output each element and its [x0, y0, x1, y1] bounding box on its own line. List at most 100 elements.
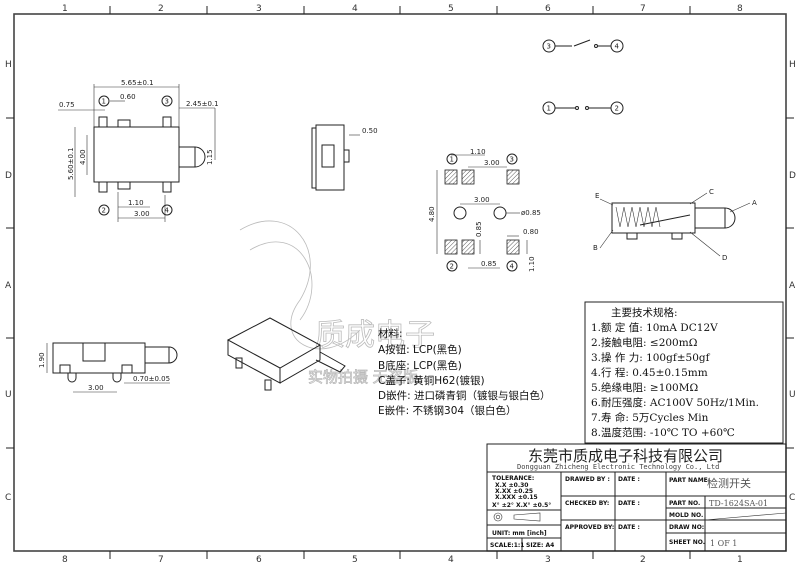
- part-label-b: B: [593, 244, 598, 252]
- dim-110: 1.10: [128, 199, 144, 207]
- dim-width: 5.65±0.1: [121, 79, 154, 87]
- material-item: B底座: LCP(黑色): [378, 359, 462, 372]
- grid-row: C: [5, 493, 11, 503]
- grid-col: 6: [256, 555, 262, 565]
- grid-col: 8: [737, 4, 743, 14]
- dim-085: 0.85: [481, 260, 497, 268]
- grid-col: 7: [640, 4, 646, 14]
- dim-085: 0.85: [475, 221, 483, 237]
- spec-item: 1.额 定 值: 10mA DC12V: [591, 321, 718, 334]
- grid-row: C: [789, 493, 795, 503]
- sheet-no-value: 1 OF 1: [710, 539, 737, 548]
- pin-label: 1: [102, 98, 106, 106]
- pcb-footprint: 1.10 3.00 4.80 3.00 ø0.85 0.85 0.85 0.80…: [428, 148, 541, 272]
- dim-hole: ø0.85: [521, 209, 541, 217]
- tolerance-label: TOLERANCE:: [492, 475, 534, 482]
- company-name-cn: 东莞市质成电子科技有限公司: [528, 447, 723, 465]
- part-name-label: PART NAME:: [669, 477, 710, 484]
- dim-body: 4.00: [79, 149, 87, 165]
- side-view: 0.50: [311, 124, 378, 191]
- tolerance-line: X.X ±0.30: [495, 482, 528, 489]
- pin-label: 1: [547, 105, 551, 113]
- spec-item: 6.耐压强度: AC100V 50Hz/1Min.: [591, 396, 759, 409]
- switch-schematic: 3 4 1 2: [542, 39, 624, 115]
- material-item: E嵌件: 不锈钢304（银白色）: [378, 404, 517, 417]
- grid-row: U: [5, 390, 12, 400]
- title-block: 东莞市质成电子科技有限公司 Dongguan Zhicheng Electron…: [486, 443, 787, 552]
- grid-row: A: [5, 281, 12, 291]
- spec-item: 5.绝缘电阻: ≥100MΩ: [591, 381, 698, 394]
- part-no-value: TD-1624SA-01: [709, 499, 768, 508]
- dim-060: 0.60: [120, 93, 136, 101]
- part-label-e: E: [595, 192, 599, 200]
- spec-item: 2.接触电阻: ≤200mΩ: [591, 336, 698, 349]
- grid-row: U: [789, 390, 796, 400]
- date-label: DATE :: [618, 500, 640, 507]
- checked-by-label: CHECKED BY:: [565, 500, 609, 507]
- grid-col: 1: [737, 555, 743, 565]
- pin-label: 4: [165, 207, 170, 215]
- dim-050: 0.50: [362, 127, 378, 135]
- specs-title: 主要技术规格:: [611, 306, 678, 319]
- dim-110: 1.10: [470, 148, 486, 156]
- projection-symbol-icon: [493, 512, 541, 522]
- dim-245: 2.45±0.1: [186, 100, 219, 108]
- dim-300: 3.00: [88, 384, 104, 392]
- dim-300: 3.00: [484, 159, 500, 167]
- section-view: E B C D A: [593, 188, 757, 262]
- part-no-label: PART NO.: [669, 500, 700, 507]
- specs-box: [584, 301, 784, 444]
- dim-190: 1.90: [38, 352, 46, 368]
- grid-col: 4: [352, 4, 358, 14]
- tolerance-line: X.XX ±0.25: [495, 488, 533, 495]
- spec-item: 3.操 作 力: 100gf±50gf: [591, 351, 711, 364]
- isometric-view: [226, 317, 346, 391]
- grid-row: H: [5, 60, 12, 70]
- unit-label: UNIT: mm [inch]: [492, 530, 547, 537]
- dim-300: 3.00: [474, 196, 490, 204]
- pin-label: 2: [615, 105, 619, 113]
- draw-no-label: DRAW NO:: [669, 524, 704, 531]
- date-label: DATE :: [618, 476, 640, 483]
- material-item: D嵌件: 进口磷青铜（镀银与银白色）: [378, 389, 550, 402]
- grid-col: 3: [545, 555, 551, 565]
- company-name-en: Dongguan Zhicheng Electronic Technology …: [517, 463, 719, 471]
- dim-height: 5.60±0.1: [67, 147, 75, 180]
- materials-notes: 材料: A按钮: LCP(黑色) B底座: LCP(黑色) C盖子: 黄铜H62…: [378, 327, 550, 417]
- front-view: 1.90 3.00 0.70±0.05: [38, 342, 178, 393]
- pin-label: 4: [615, 43, 620, 51]
- grid-col: 2: [158, 4, 164, 14]
- grid-col: 6: [545, 4, 551, 14]
- pin-label: 1: [450, 156, 454, 164]
- part-label-d: D: [722, 254, 727, 262]
- spec-item: 8.温度范围: -10℃ TO +60℃: [591, 426, 735, 439]
- grid-col: 4: [448, 555, 454, 565]
- part-name-value: 检测开关: [707, 476, 751, 490]
- approved-by-label: APPROVED BY:: [565, 524, 614, 531]
- top-view: 5.65±0.1 0.75 0.60 2.45±0.1 1.15 5.60±0.…: [58, 79, 219, 222]
- size-label: SIZE: A4: [526, 542, 554, 549]
- tolerance-line: X.XXX ±0.15: [495, 494, 538, 501]
- watermark-subtitle: 实物拍摄 无盗版: [308, 368, 418, 386]
- grid-col: 7: [158, 555, 164, 565]
- grid-row: H: [789, 60, 796, 70]
- grid-col: 8: [62, 555, 68, 565]
- pin-label: 2: [102, 207, 106, 215]
- spec-item: 4.行 程: 0.45±0.15mm: [591, 366, 708, 379]
- pin-label: 3: [165, 98, 169, 106]
- part-label-a: A: [752, 199, 757, 207]
- dim-480: 4.80: [428, 206, 436, 222]
- grid-row: A: [789, 281, 796, 291]
- grid-col: 2: [640, 555, 646, 565]
- pin-label: 3: [510, 156, 514, 164]
- angle-tolerance: X° ±2° X.X° ±0.5°: [492, 502, 551, 509]
- grid-col: 1: [62, 4, 68, 14]
- pin-label: 4: [510, 263, 515, 271]
- drawed-by-label: DRAWED BY :: [565, 476, 610, 483]
- pin-label: 2: [450, 263, 454, 271]
- date-label: DATE :: [618, 524, 640, 531]
- pin-label: 3: [547, 43, 551, 51]
- watermark-title: 质成电子: [315, 318, 435, 353]
- grid-row: D: [5, 171, 12, 181]
